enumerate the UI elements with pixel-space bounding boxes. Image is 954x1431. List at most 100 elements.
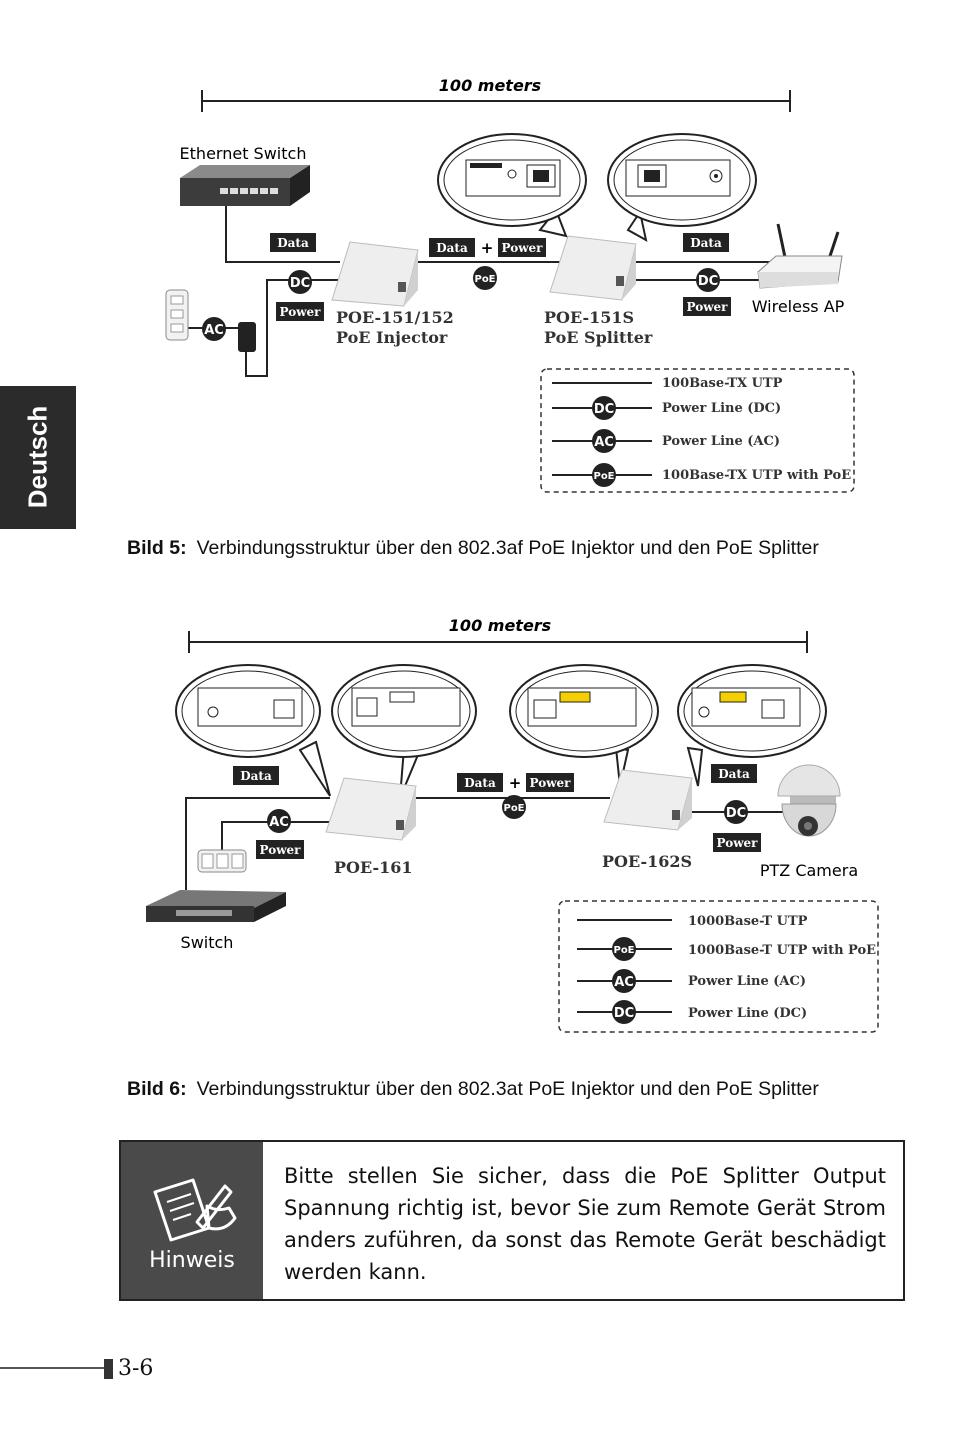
ac-badge: AC (267, 809, 291, 833)
legend-item: Power Line (DC) (688, 1006, 807, 1021)
splitter-model-label: POE-151S (544, 308, 634, 327)
svg-text:AC: AC (594, 435, 614, 450)
poe-161-icon (325, 777, 417, 841)
note-icon-panel: Hinweis (121, 1142, 263, 1299)
data-tag-middle: Data (429, 238, 475, 257)
data-tag-middle: Data (457, 773, 503, 792)
plus-sign: + (481, 239, 494, 257)
figure-5-caption: Bild 5: Verbindungsstruktur über den 802.… (127, 537, 819, 560)
caption-label: Bild 5: (127, 537, 187, 559)
svg-text:Data: Data (690, 236, 722, 250)
dc-badge-camera: DC (724, 800, 748, 824)
splitter-port-callout (607, 133, 757, 242)
injector-dc-callout (175, 664, 331, 797)
switch-label: Switch (181, 933, 234, 952)
svg-text:Power: Power (502, 241, 544, 255)
svg-text:Data: Data (277, 236, 309, 250)
wireless-ap-label: Wireless AP (752, 297, 845, 316)
svg-text:AC: AC (204, 323, 224, 338)
ptz-camera-label: PTZ Camera (760, 861, 858, 880)
poe-162s-icon (603, 769, 693, 831)
footer-marker (104, 1359, 113, 1379)
legend-item: Power Line (DC) (662, 401, 781, 416)
note-writing-icon (153, 1178, 237, 1242)
legend-item: Power Line (AC) (688, 974, 806, 989)
distance-label: 100 meters (449, 616, 551, 635)
legend-item: Power Line (AC) (662, 434, 780, 449)
power-tag-ap: Power (683, 297, 731, 316)
splitter-port-callout (509, 664, 659, 787)
svg-text:Power: Power (717, 836, 759, 850)
svg-text:Data: Data (718, 767, 750, 781)
svg-text:DC: DC (594, 402, 614, 417)
distance-label: 100 meters (439, 76, 541, 95)
legend-item: 100Base-TX UTP (662, 376, 783, 391)
distance-bar: 100 meters (188, 616, 808, 653)
distance-bar: 100 meters (201, 76, 791, 112)
caption-text: Verbindungsstruktur über den 802.3af PoE… (196, 537, 819, 559)
legend-item: 1000Base-T UTP with PoE (688, 943, 876, 958)
wall-outlet-icon (165, 289, 189, 341)
power-adapter-icon (238, 322, 256, 352)
caption-text: Verbindungsstruktur über den 802.3at PoE… (196, 1078, 819, 1100)
power-tag-middle: Power (498, 238, 546, 257)
ethernet-switch-icon (180, 165, 310, 206)
poe-badge-middle: PoE (502, 795, 526, 819)
svg-text:AC: AC (269, 815, 289, 830)
svg-text:DC: DC (614, 1006, 634, 1021)
svg-text:Power: Power (260, 843, 302, 857)
poe-badge-middle: PoE (473, 266, 497, 290)
legend-item: 100Base-TX UTP with PoE (662, 468, 851, 483)
splitter-dc-callout (677, 664, 827, 787)
svg-text:Data: Data (436, 241, 468, 255)
plus-sign: + (509, 774, 522, 792)
svg-text:PoE: PoE (613, 945, 634, 956)
figure-6-diagram: 100 meters (146, 616, 879, 1033)
svg-text:PoE: PoE (593, 471, 614, 482)
svg-text:Data: Data (240, 769, 272, 783)
svg-text:AC: AC (614, 975, 634, 990)
note-box: Hinweis Bitte stellen Sie sicher, dass d… (119, 1140, 905, 1301)
injector-port-callout (437, 133, 587, 238)
legend-figure-6: PoE AC DC 1000Base-T UTP 1000Base-T UTP … (558, 900, 879, 1033)
legend-figure-5: DC AC PoE 100Base-TX UTP Power Line (DC)… (540, 368, 855, 493)
language-tab: Deutsch (0, 386, 76, 529)
data-tag-switch: Data (233, 766, 279, 785)
wireless-ap-icon (757, 223, 843, 289)
injector-name-label: PoE Injector (336, 328, 448, 347)
wall-outlet-icon (197, 849, 247, 873)
power-tag-middle: Power (526, 773, 574, 792)
cables (185, 797, 790, 890)
svg-text:PoE: PoE (503, 803, 524, 814)
figure-6-caption: Bild 6: Verbindungsstruktur über den 802.… (127, 1078, 819, 1101)
splitter-name-label: PoE Splitter (544, 328, 653, 347)
svg-text:DC: DC (290, 276, 310, 291)
note-text: Bitte stellen Sie sicher, dass die PoE S… (284, 1164, 886, 1284)
splitter-model-label: POE-162S (602, 852, 692, 871)
power-tag-injector: Power (256, 840, 304, 859)
injector-model-label: POE-161 (334, 858, 413, 877)
dc-badge-injector: DC (288, 270, 312, 294)
data-tag-camera: Data (711, 764, 757, 783)
dc-badge-ap: DC (696, 268, 720, 292)
svg-text:PoE: PoE (474, 274, 495, 285)
ac-badge: AC (202, 317, 226, 341)
svg-text:DC: DC (726, 806, 746, 821)
ethernet-switch-label: Ethernet Switch (180, 144, 307, 163)
legend-item: 1000Base-T UTP (688, 914, 808, 929)
svg-text:DC: DC (698, 274, 718, 289)
data-tag-ap: Data (683, 233, 729, 252)
page-number: 3-6 (118, 1356, 154, 1381)
poe-splitter-icon (549, 235, 637, 301)
footer-rule (0, 1367, 104, 1369)
injector-model-label: POE-151/152 (336, 308, 454, 327)
injector-port-callout (331, 664, 477, 799)
power-tag-injector: Power (276, 302, 324, 321)
svg-text:Power: Power (280, 305, 322, 319)
power-tag-camera: Power (713, 833, 761, 852)
svg-text:Power: Power (687, 300, 729, 314)
svg-text:Data: Data (464, 776, 496, 790)
svg-text:Power: Power (530, 776, 572, 790)
caption-label: Bild 6: (127, 1078, 187, 1100)
ptz-camera-icon (777, 764, 841, 837)
